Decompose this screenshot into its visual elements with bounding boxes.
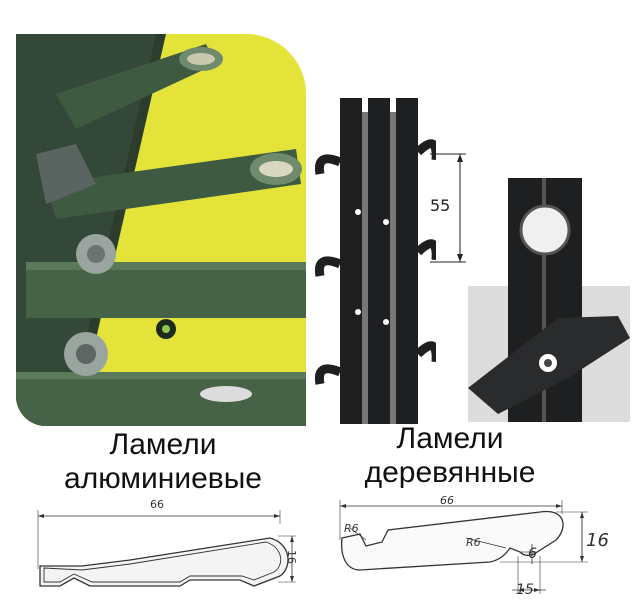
aluminum-profile-icon bbox=[37, 510, 296, 587]
clip-illustration bbox=[468, 178, 630, 422]
dimension-bracket-icon bbox=[430, 153, 466, 263]
wooden-notch-height-label: 6 bbox=[528, 546, 537, 562]
wooden-slat-clip-photo bbox=[468, 178, 630, 422]
aluminum-caption-line1: Ламели bbox=[109, 428, 217, 461]
wooden-caption: Ламели деревянные bbox=[345, 422, 555, 490]
wooden-profile-drawing: 66 R6 R6 16 6 15 bbox=[330, 494, 630, 604]
aluminum-caption-line2: алюминиевые bbox=[64, 462, 262, 495]
photo-dimension-label: 55 bbox=[430, 196, 451, 215]
aluminum-profile-drawing: 66 16 bbox=[30, 494, 320, 594]
wooden-caption-line1: Ламели bbox=[396, 422, 504, 455]
wooden-width-label: 66 bbox=[440, 494, 454, 507]
wooden-radius-right-label: R6 bbox=[466, 536, 481, 549]
wooden-slat-rail-photo bbox=[312, 92, 436, 424]
wooden-radius-left-label: R6 bbox=[344, 522, 359, 535]
wooden-caption-line2: деревянные bbox=[364, 456, 536, 489]
aluminum-caption: Ламели алюминиевые bbox=[38, 428, 288, 496]
photo-dimension: 55 bbox=[430, 148, 470, 268]
aluminum-slats-illustration bbox=[16, 34, 306, 426]
wooden-profile-icon bbox=[339, 500, 588, 594]
aluminum-slats-photo bbox=[16, 34, 306, 426]
wooden-notch-width-label: 15 bbox=[516, 582, 534, 598]
rail-illustration bbox=[312, 92, 436, 424]
aluminum-width-label: 66 bbox=[150, 498, 164, 511]
aluminum-height-label: 16 bbox=[285, 550, 298, 564]
wooden-height-label: 16 bbox=[586, 530, 609, 551]
